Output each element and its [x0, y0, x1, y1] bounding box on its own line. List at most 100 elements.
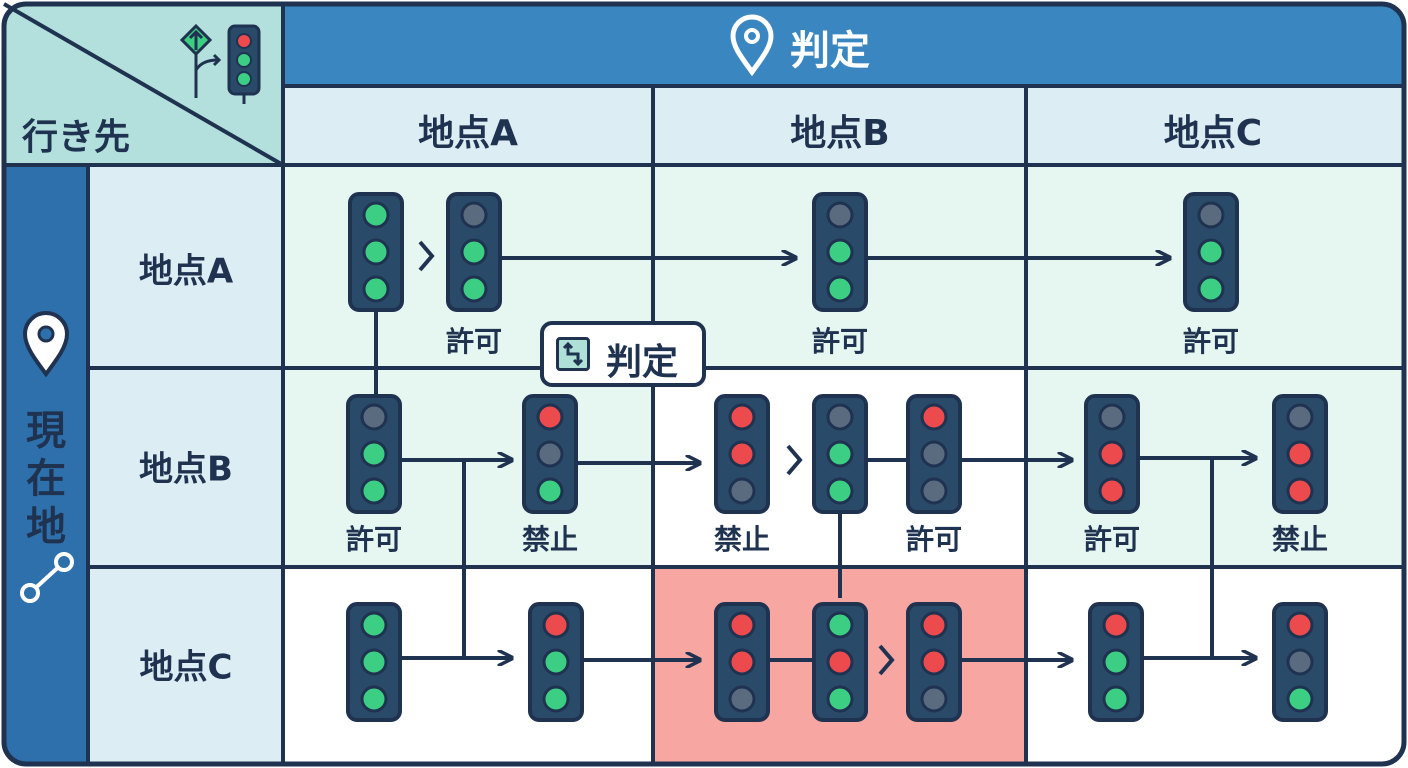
traffic-signal [906, 602, 962, 722]
side-label-char-2: 在 [26, 456, 66, 502]
header-title: 判定 [790, 28, 870, 74]
destination-label: 行き先 [22, 117, 131, 158]
red-lamp [920, 648, 948, 676]
traffic-signal [714, 602, 770, 722]
state-label-b6: 禁止 [1271, 523, 1329, 556]
green-lamp [460, 275, 488, 303]
row-header-b: 地点B [139, 449, 233, 490]
green-lamp [362, 275, 390, 303]
red-lamp [728, 403, 756, 431]
green-lamp [826, 477, 854, 505]
cell-c-c [1026, 567, 1404, 764]
traffic-signal [812, 602, 868, 722]
traffic-signal [812, 394, 868, 514]
row-header-c: 地点C [139, 647, 233, 688]
off-lamp [1286, 403, 1314, 431]
off-lamp [826, 201, 854, 229]
location-pin-icon [730, 14, 774, 77]
red-lamp [728, 611, 756, 639]
green-lamp [1102, 648, 1130, 676]
green-lamp [826, 275, 854, 303]
state-label-a3: 許可 [1182, 325, 1240, 358]
green-lamp [360, 440, 388, 468]
green-lamp [1286, 685, 1314, 713]
red-lamp [826, 648, 854, 676]
side-label-char-1: 現 [26, 408, 66, 454]
state-label-b5: 許可 [1083, 523, 1141, 556]
route-split-icon [556, 337, 590, 371]
red-lamp [542, 611, 570, 639]
header-bar [283, 4, 1404, 86]
red-lamp [728, 648, 756, 676]
green-lamp [360, 648, 388, 676]
red-lamp [1102, 611, 1130, 639]
red-lamp [1098, 477, 1126, 505]
traffic-signal [1272, 602, 1328, 722]
off-lamp [920, 440, 948, 468]
traffic-signal [522, 394, 578, 514]
side-bar [4, 165, 88, 764]
location-pin-icon [22, 311, 70, 378]
traffic-signal [1272, 394, 1328, 514]
off-lamp [460, 201, 488, 229]
green-lamp [1197, 238, 1225, 266]
off-lamp [920, 477, 948, 505]
state-label-b1: 許可 [345, 523, 403, 556]
red-lamp [920, 611, 948, 639]
row-header-column [88, 165, 283, 764]
green-lamp [826, 440, 854, 468]
traffic-signal [906, 394, 962, 514]
green-lamp [360, 477, 388, 505]
state-label-a2: 許可 [811, 325, 869, 358]
red-lamp [728, 440, 756, 468]
off-lamp [920, 685, 948, 713]
green-lamp [460, 238, 488, 266]
off-lamp [1197, 201, 1225, 229]
off-lamp [360, 403, 388, 431]
traffic-signal [528, 602, 584, 722]
traffic-signal-icon [179, 23, 261, 104]
green-lamp [362, 201, 390, 229]
green-lamp [542, 685, 570, 713]
red-lamp [1098, 440, 1126, 468]
green-lamp [542, 648, 570, 676]
off-lamp [1286, 648, 1314, 676]
off-lamp [1098, 403, 1126, 431]
decision-callout: 判定 [540, 321, 706, 387]
red-lamp [1286, 477, 1314, 505]
green-lamp [826, 238, 854, 266]
red-lamp [536, 403, 564, 431]
off-lamp [728, 477, 756, 505]
green-lamp [1197, 275, 1225, 303]
corner-diagonal [3, 2, 284, 167]
traffic-signal [812, 192, 868, 312]
cell-c-a [283, 567, 653, 764]
red-lamp [1286, 611, 1314, 639]
green-lamp [826, 685, 854, 713]
red-lamp [920, 403, 948, 431]
off-lamp [728, 685, 756, 713]
state-label-b4: 許可 [905, 523, 963, 556]
green-lamp [360, 611, 388, 639]
traffic-signal [714, 394, 770, 514]
side-label-char-3: 地 [26, 504, 66, 550]
column-header-a: 地点A [418, 113, 518, 154]
route-icon [20, 552, 74, 603]
green-lamp [826, 611, 854, 639]
state-label-a1: 許可 [445, 325, 503, 358]
traffic-signal [346, 394, 402, 514]
callout-label: 判定 [606, 342, 679, 383]
off-lamp [536, 440, 564, 468]
green-lamp [1102, 685, 1130, 713]
column-header-b: 地点B [790, 113, 890, 154]
traffic-signal [346, 602, 402, 722]
cell-b-a [283, 368, 653, 567]
state-label-b2: 禁止 [521, 523, 579, 556]
state-label-b3: 禁止 [713, 523, 771, 556]
traffic-signal [1183, 192, 1239, 312]
traffic-signal [446, 192, 502, 312]
green-lamp [360, 685, 388, 713]
row-header-a: 地点A [138, 251, 234, 292]
green-lamp [362, 238, 390, 266]
